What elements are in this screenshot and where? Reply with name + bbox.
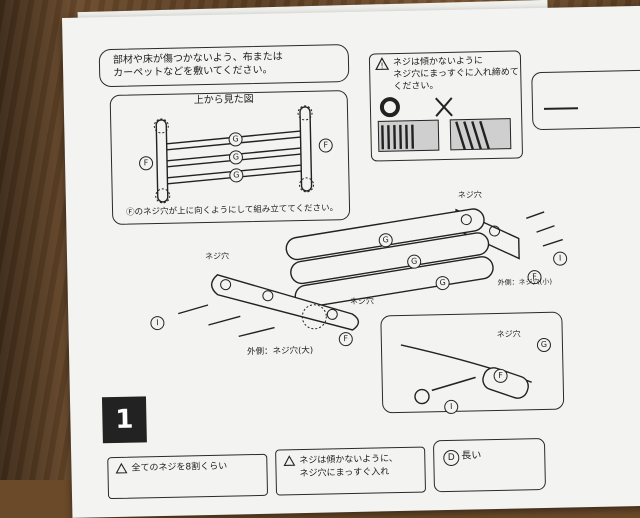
screw-hole-label-2: ネジ穴 <box>457 190 482 200</box>
warning-triangle-icon-bottom-2 <box>283 455 296 467</box>
bottom-note-2-line2: ネジ穴にまっすぐ入れ <box>299 467 390 480</box>
detail-screw-hole-label: ネジ穴 <box>496 329 521 339</box>
outer-side-large-label: 外側：ネジ穴(大) <box>246 345 314 358</box>
bottom-note-3-text: 長い <box>461 450 482 462</box>
screw-hole-label-1: ネジ穴 <box>204 251 230 262</box>
bottom-note-1-text: 全てのネジを8割くらい <box>131 461 228 474</box>
warning-triangle-icon: ! <box>375 57 390 70</box>
svg-text:!: ! <box>380 61 383 70</box>
detail-illustration <box>400 344 532 405</box>
bottom-note-2-text: ネジは傾かないように、 <box>299 454 398 467</box>
screw-hole-label-3: ネジ穴 <box>349 296 375 307</box>
outer-side-small-label: 外側：ネジ穴(小) <box>497 277 553 287</box>
screw-small-illustration <box>543 107 579 110</box>
step-number: 1 <box>101 396 147 444</box>
warning-triangle-icon-bottom-1 <box>115 462 128 474</box>
screw-thread-illustration <box>377 97 512 152</box>
instruction-sheet: 部材や床が傷つかないよう、布または カーペットなどを敷いてください。 上から見た… <box>62 5 640 518</box>
